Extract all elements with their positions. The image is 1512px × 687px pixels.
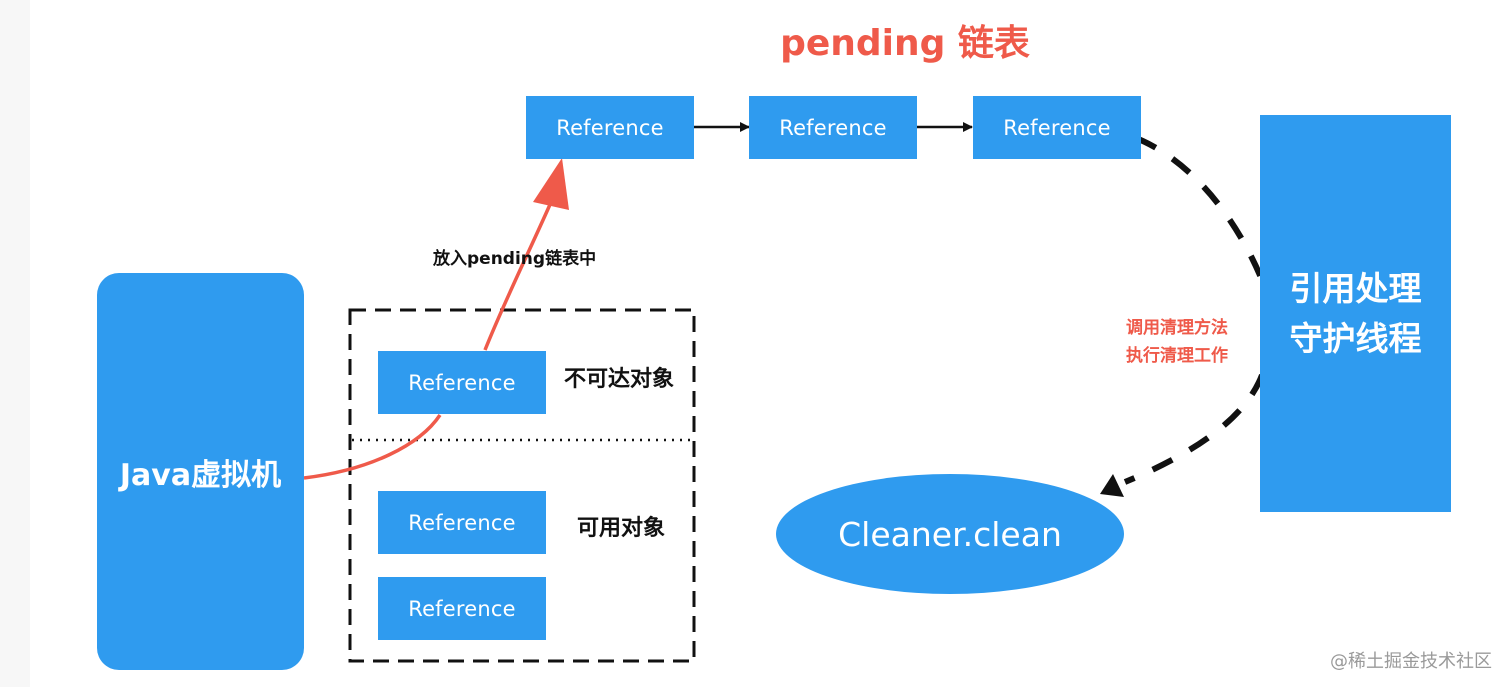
pending-list-title: pending 链表 xyxy=(780,23,1030,64)
reference-handler-thread: 引用处理 守护线程 xyxy=(1260,115,1451,512)
pending-reference-1: Reference xyxy=(526,96,694,159)
enqueue-arrow xyxy=(483,199,554,351)
cleanup-note-line-2: 执行清理工作 xyxy=(1126,346,1228,366)
available-label: 可用对象 xyxy=(577,516,666,541)
enqueue-arrowhead xyxy=(533,158,569,210)
cleanup-note: 调用清理方法 执行清理工作 xyxy=(1126,314,1228,370)
enqueue-label: 放入pending链表中 xyxy=(433,249,597,269)
pending-reference-3: Reference xyxy=(973,96,1141,159)
to-daemon-curve xyxy=(1134,135,1265,282)
watermark: @稀土掘金技术社区 xyxy=(1330,651,1492,672)
unreachable-label: 不可达对象 xyxy=(564,367,675,392)
unreachable-reference: Reference xyxy=(378,351,546,414)
pending-reference-2: Reference xyxy=(749,96,917,159)
daemon-line-2: 守护线程 xyxy=(1289,318,1422,358)
available-reference-2: Reference xyxy=(378,577,546,640)
daemon-line-1: 引用处理 xyxy=(1289,268,1422,308)
available-reference-1: Reference xyxy=(378,491,546,554)
to-cleaner-curve xyxy=(1123,373,1265,485)
object-region-box xyxy=(348,308,696,663)
jvm-curve xyxy=(303,414,442,480)
left-margin-strip xyxy=(0,0,30,687)
to-cleaner-arrowhead xyxy=(1100,474,1124,497)
cleanup-note-line-1: 调用清理方法 xyxy=(1126,318,1228,338)
cleaner-clean-ellipse: Cleaner.clean xyxy=(776,474,1124,594)
jvm-box: Java虚拟机 xyxy=(97,273,304,670)
